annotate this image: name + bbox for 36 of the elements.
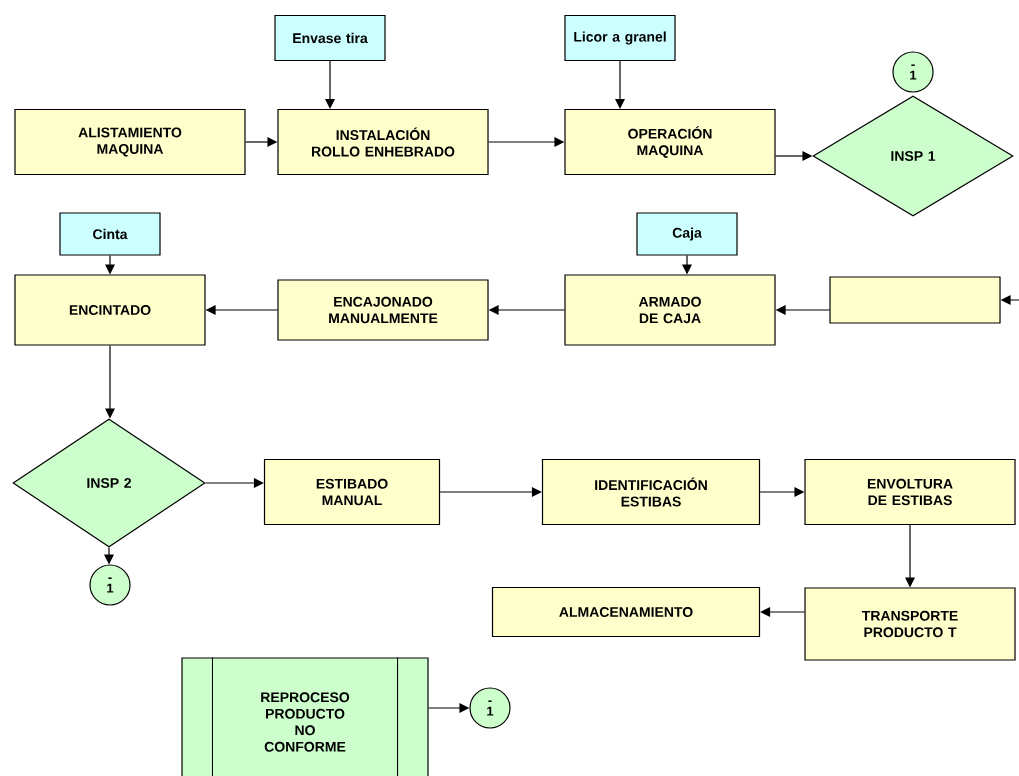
arrow <box>1000 295 1019 305</box>
arrow <box>615 60 625 109</box>
arrow <box>205 478 264 488</box>
process-box: ENVOLTURA DE ESTIBAS <box>804 458 1016 526</box>
arrow <box>775 305 830 315</box>
arrow <box>325 60 335 109</box>
arrow <box>905 524 915 588</box>
arrow <box>759 487 805 497</box>
process-box: Caja <box>636 212 738 256</box>
process-box: IDENTIFICACIÓN ESTIBAS <box>541 458 761 526</box>
arrow <box>428 703 470 713</box>
arrow <box>205 305 278 315</box>
process-box: ENCAJONADO MANUALMENTE <box>277 279 489 341</box>
process-box: Envase tira <box>274 14 386 62</box>
process-box: ESTIBADO MANUAL <box>263 458 441 526</box>
arrow <box>682 255 692 275</box>
process-box <box>829 276 1001 324</box>
process-box: TRANSPORTE PRODUCTO T <box>804 587 1016 661</box>
arrow <box>488 137 565 147</box>
process-box: ALISTAMIENTO MAQUINA <box>14 108 246 176</box>
process-box: Licor a granel <box>564 14 676 62</box>
arrow <box>105 255 115 275</box>
subprocess-box: REPROCESO PRODUCTO NO CONFORME <box>181 656 429 776</box>
process-box: Cinta <box>59 212 161 256</box>
arrow <box>104 547 114 565</box>
arrow <box>488 305 565 315</box>
process-box: OPERACIÓN MAQUINA <box>564 108 776 176</box>
process-box: ARMADO DE CAJA <box>564 274 776 346</box>
process-box: INSTALACIÓN ROLLO ENHEBRADO <box>277 108 489 176</box>
arrow <box>439 487 542 497</box>
arrow <box>760 607 805 617</box>
process-box: ENCINTADO <box>14 274 206 346</box>
arrow <box>105 345 115 419</box>
arrow <box>245 137 278 147</box>
arrow <box>775 151 813 161</box>
process-box: ALMACENAMIENTO <box>491 586 761 638</box>
